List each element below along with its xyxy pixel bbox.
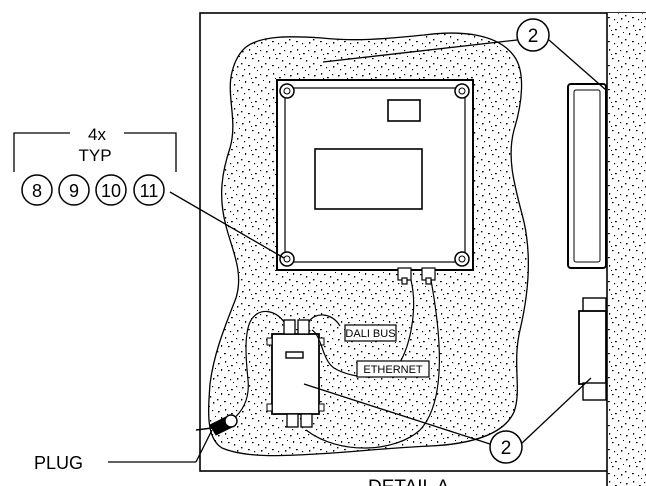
typ-callout-group: 4x TYP 8 9 10 11 xyxy=(13,125,177,206)
enclosure-screws xyxy=(279,83,470,267)
item-9-number: 9 xyxy=(69,181,79,201)
callout-typ: TYP xyxy=(78,146,111,165)
item-11-number: 11 xyxy=(140,181,159,201)
side-junction-box xyxy=(578,297,607,401)
ethernet-label: ETHERNET xyxy=(363,364,423,376)
plug xyxy=(195,414,238,436)
wall-section xyxy=(606,13,646,486)
screw-top-right xyxy=(454,83,470,99)
junction-box xyxy=(266,319,325,428)
detail-label: DETAIL A xyxy=(368,477,450,486)
callout-bottom-number: 2 xyxy=(501,438,512,459)
plug-label: PLUG xyxy=(34,453,83,473)
ethernet-tag: ETHERNET xyxy=(356,360,430,378)
dali-bus-label: DALI BUS xyxy=(345,328,395,340)
callout-top-number: 2 xyxy=(528,26,539,47)
item-8-number: 8 xyxy=(32,181,42,201)
leader-lines xyxy=(108,39,607,463)
screw-bottom-right xyxy=(454,251,470,267)
screw-bottom-left xyxy=(279,251,295,267)
callout-count: 4x xyxy=(88,125,106,144)
callout-balloon-bottom: 2 xyxy=(489,430,523,464)
enclosure-glands xyxy=(397,267,436,285)
callout-balloon-top: 2 xyxy=(516,18,550,52)
dali-bus-tag: DALI BUS xyxy=(344,324,397,342)
panel xyxy=(199,12,646,472)
screw-top-left xyxy=(279,83,295,99)
item-10-number: 10 xyxy=(101,181,121,201)
main-enclosure xyxy=(276,79,474,271)
side-enclosure xyxy=(567,83,607,269)
